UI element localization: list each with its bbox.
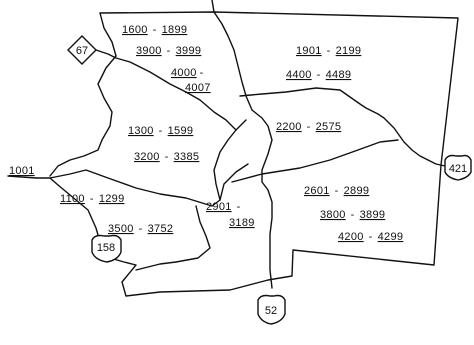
zone-b-ranges: 1901-2199 4400-4489 <box>286 45 361 81</box>
zone-g-ranges: 2601-2899 3800-3899 4200-4299 <box>304 185 403 243</box>
road-67-route <box>95 49 237 131</box>
range-label: 2901- <box>206 201 241 213</box>
road-interior-west <box>35 163 249 207</box>
road-interior-south <box>135 205 211 271</box>
route-67-shield <box>67 35 97 65</box>
county-boundary-west <box>49 55 117 177</box>
route-1001-label: 1001 <box>9 165 35 177</box>
range-label: 3800-3899 <box>320 209 385 221</box>
route-52-shield <box>257 294 286 325</box>
range-label: 1600-1899 <box>122 24 187 36</box>
range-label: 4000- <box>171 67 204 79</box>
range-label: 3500-3752 <box>108 223 173 235</box>
range-label-hi: 4007 <box>185 82 211 94</box>
range-label: 2601-2899 <box>304 185 369 197</box>
route-52-label: 52 <box>265 305 277 317</box>
route-67-label: 67 <box>76 45 88 57</box>
range-label: 1300-1599 <box>128 125 193 137</box>
range-label: 2200-2575 <box>276 121 341 133</box>
range-label: 1100-1299 <box>60 193 125 205</box>
range-label: 4200-4299 <box>338 231 403 243</box>
zone-a-ranges: 1600-1899 3900-3999 4000- 4007 <box>122 24 211 94</box>
zone-c-ranges: 1300-1599 3200-3385 <box>128 125 199 163</box>
range-label-hi: 3189 <box>229 217 255 229</box>
range-label: 3200-3385 <box>134 151 199 163</box>
zone-d-ranges: 2200-2575 <box>276 121 341 133</box>
road-421-route <box>231 87 446 183</box>
range-label: 3900-3999 <box>136 45 201 57</box>
road-1001-route <box>7 175 37 179</box>
zone-e-ranges: 1100-1299 3500-3752 <box>60 193 173 235</box>
range-label: 1901-2199 <box>296 45 361 57</box>
route-158-label: 158 <box>97 242 115 254</box>
zone-f-ranges: 2901- 3189 <box>206 201 255 229</box>
route-421-shield <box>444 154 472 181</box>
road-interior-center <box>213 119 247 201</box>
road-52-route <box>211 0 273 289</box>
route-158-shield <box>91 234 122 263</box>
range-label: 4400-4489 <box>286 69 351 81</box>
route-421-label: 421 <box>449 163 467 175</box>
